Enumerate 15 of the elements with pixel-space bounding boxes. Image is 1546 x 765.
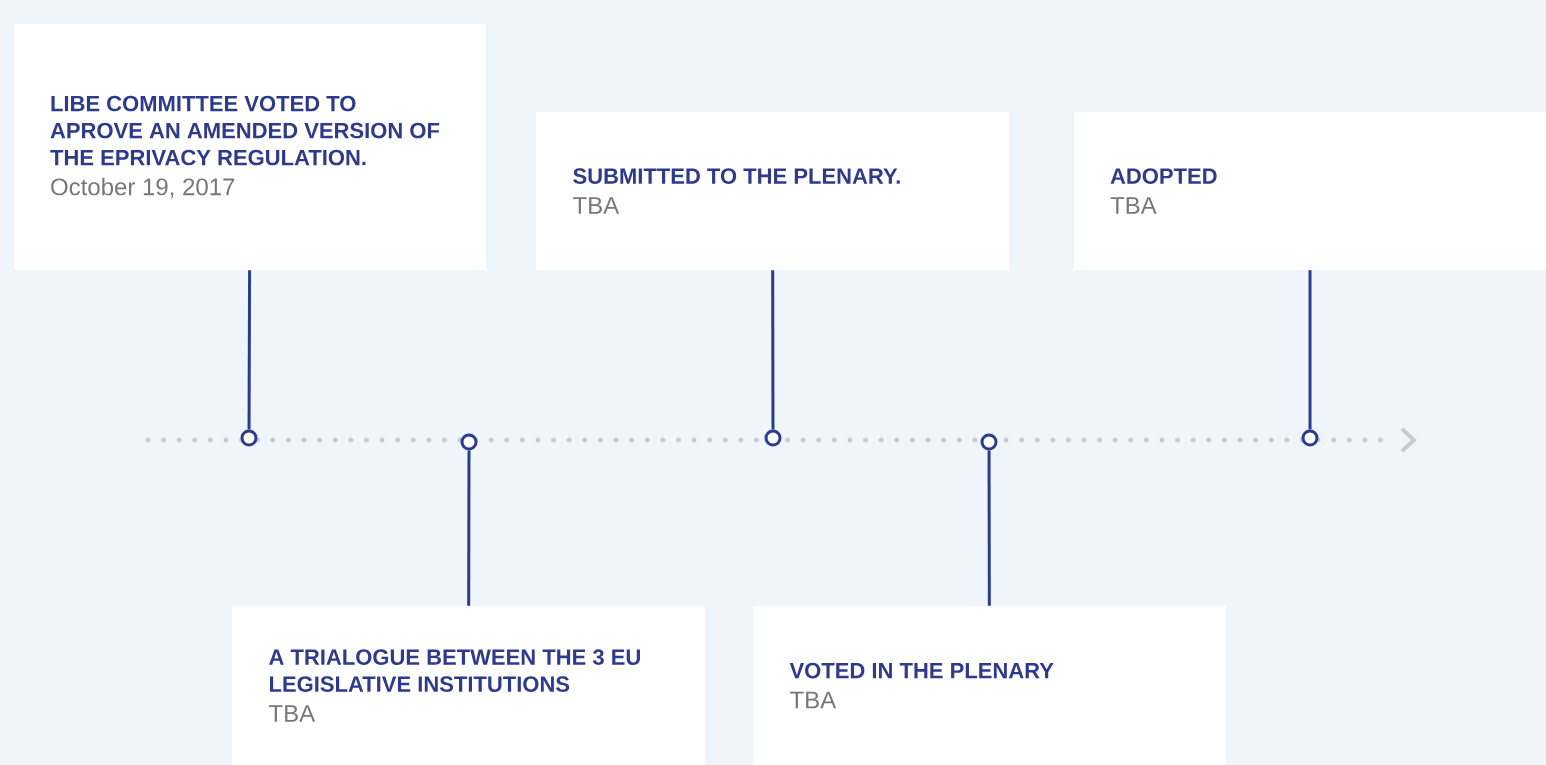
event-card: ADOPTED TBA	[1074, 112, 1546, 270]
timeline-marker	[764, 429, 782, 447]
timeline-marker	[980, 433, 998, 451]
timeline-marker	[240, 429, 258, 447]
event-card: VOTED IN THE PLENARY TBA	[753, 606, 1226, 765]
event-card: A TRIALOGUE BETWEEN THE 3 EU LEGISLATIVE INSTITUTIONS TBA	[232, 606, 705, 765]
timeline-marker	[1301, 429, 1319, 447]
connector-line	[987, 450, 991, 606]
connector-line	[247, 270, 252, 430]
timeline-marker	[460, 433, 478, 451]
event-card: SUBMITTED TO THE PLENARY. TBA	[536, 112, 1009, 270]
event-card: LIBE COMMITTEE VOTED TO APROVE AN AMENDED VERSION OF THE EPRIVACY REGULATION. October 19, 2017	[14, 24, 486, 270]
connector-line	[467, 450, 471, 606]
connector-line	[1308, 270, 1312, 430]
connector-line	[771, 270, 775, 430]
